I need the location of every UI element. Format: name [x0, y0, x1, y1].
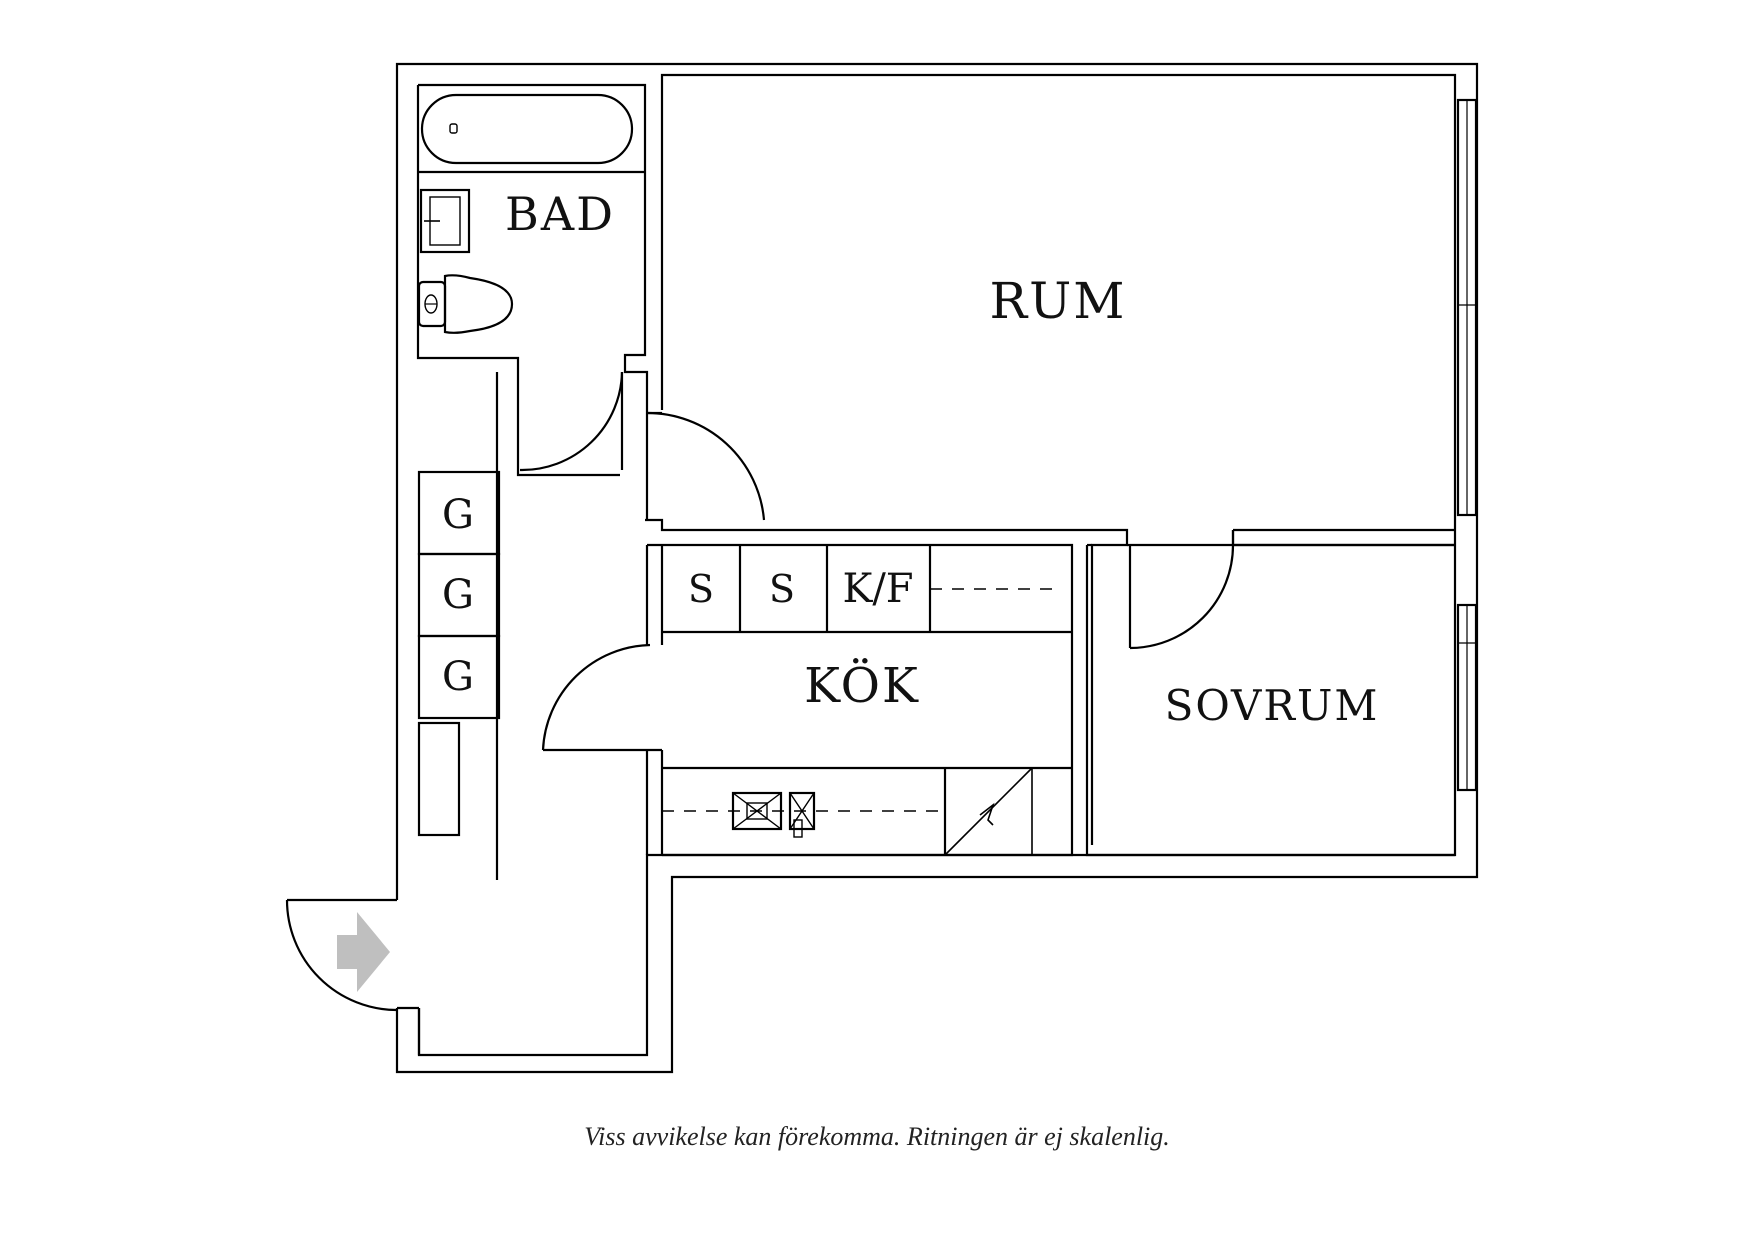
room-label-rum: RUM [990, 272, 1127, 330]
toilet [417, 274, 514, 334]
room-label-bad: BAD [505, 187, 615, 241]
disclaimer-caption: Viss avvikelse kan förekomma. Ritningen … [584, 1122, 1170, 1151]
outer-wall-outer-line [395, 62, 1479, 1074]
stove [731, 791, 783, 831]
cabinet-label-s1: S [688, 567, 714, 611]
room-label-kok: KÖK [804, 657, 920, 714]
sink [419, 188, 471, 254]
kitchen-door [541, 643, 662, 752]
hall-shelf [417, 721, 461, 837]
wardrobe-label-2: G [442, 572, 474, 618]
window-rum [1456, 98, 1478, 517]
bathtub [420, 93, 634, 165]
kitchen-sink [788, 791, 816, 838]
bedroom-walls [1085, 543, 1455, 857]
entrance-door [285, 898, 421, 1055]
living-room-door [646, 411, 766, 521]
bedroom-door [1129, 530, 1235, 650]
wardrobes [417, 470, 501, 720]
fridge-freezer-label: K/F [842, 566, 913, 612]
bathroom-door [519, 371, 624, 472]
room-label-sovrum: SOVRUM [1165, 681, 1380, 730]
window-sovrum [1456, 603, 1478, 792]
wardrobe-label-1: G [442, 492, 474, 538]
cabinet-label-s2: S [769, 567, 795, 611]
kitchen-walls [645, 543, 1074, 857]
entrance-arrow-icon [337, 912, 390, 992]
bathroom-walls [416, 83, 649, 880]
wardrobe-label-3: G [442, 654, 474, 700]
dishwasher [944, 767, 1033, 856]
